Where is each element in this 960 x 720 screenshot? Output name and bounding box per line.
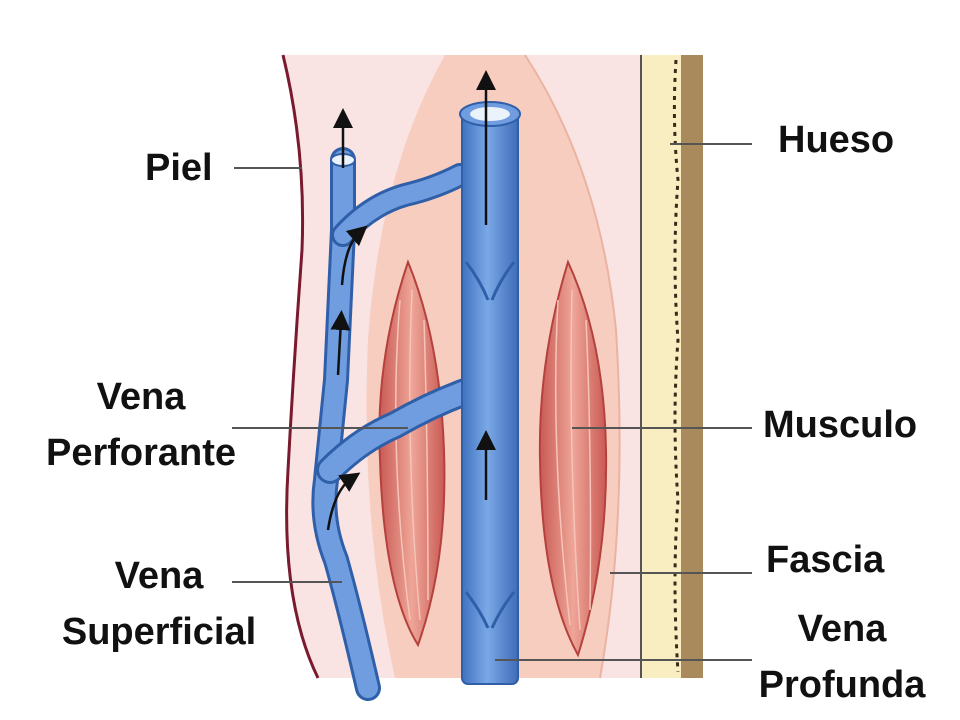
flow-arrows [326, 70, 496, 531]
fascia-line [524, 54, 621, 679]
label-fascia: Fascia [766, 539, 885, 581]
label-piel: Piel [145, 147, 213, 189]
skin-edge [281, 54, 320, 679]
label-vena-perforante-line2: Perforante [45, 432, 237, 474]
deep-vein [459, 101, 521, 685]
label-vena-superficial-line2: Superficial [61, 611, 257, 653]
label-vena-profunda-line2: Profunda [758, 664, 926, 706]
label-vena-superficial-line1: Vena [114, 555, 204, 597]
perforating-vein-upper [331, 163, 472, 247]
muscle-left [378, 259, 446, 648]
bone [640, 55, 703, 678]
perforating-vein-lower [316, 378, 479, 484]
label-vena-perforante-line1: Vena [96, 376, 186, 418]
muscle-right [538, 259, 608, 658]
label-vena-profunda-line1: Vena [797, 608, 887, 650]
label-hueso: Hueso [778, 119, 895, 161]
leader-lines [232, 143, 752, 661]
label-musculo: Musculo [763, 404, 918, 446]
